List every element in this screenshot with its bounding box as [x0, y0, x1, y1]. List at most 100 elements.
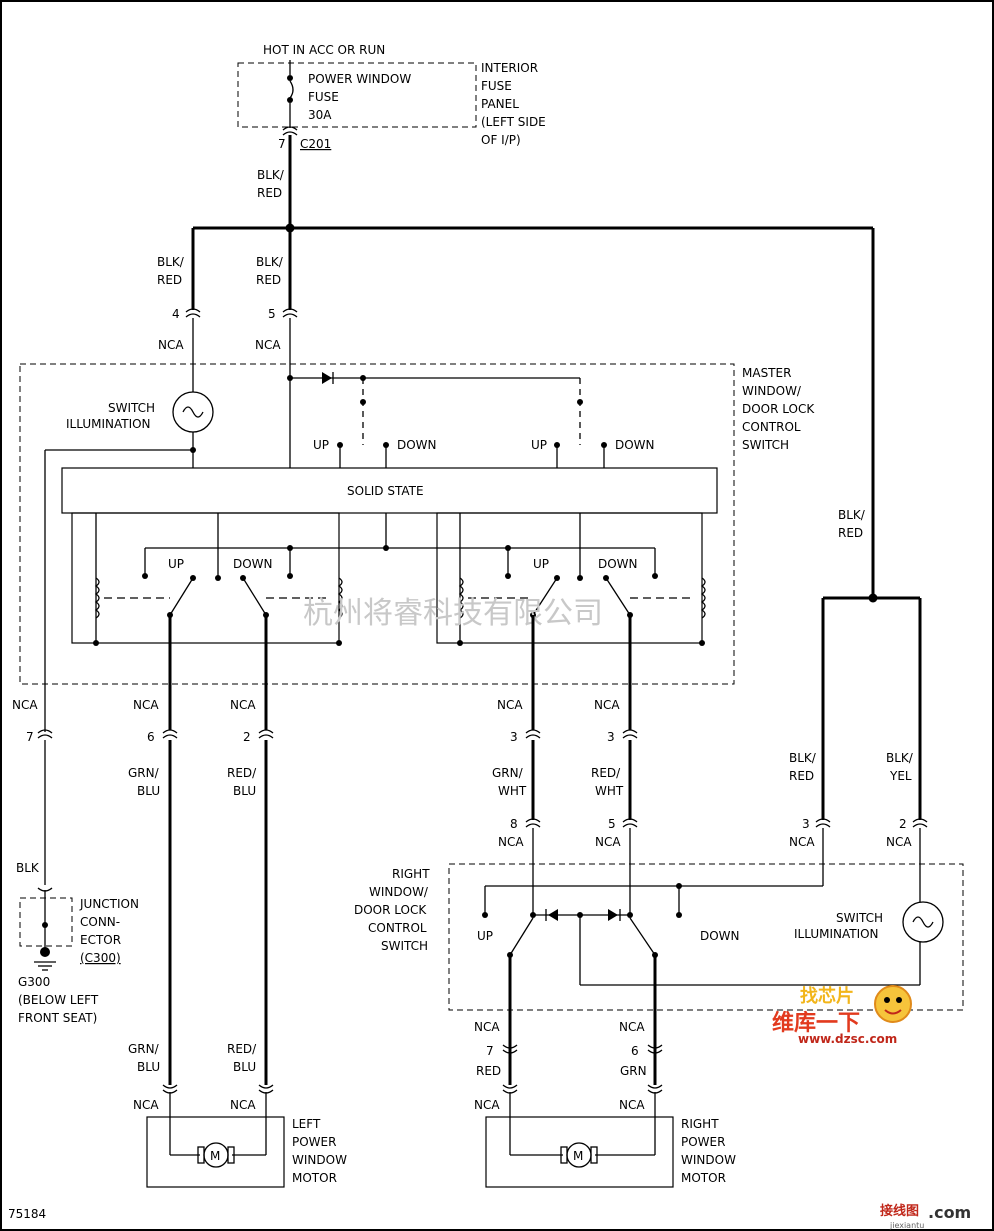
svg-text:CONTROL: CONTROL — [742, 420, 801, 434]
connector-icon — [37, 729, 274, 739]
svg-text:RED/: RED/ — [227, 766, 257, 780]
svg-text:RED: RED — [789, 769, 814, 783]
svg-text:NCA: NCA — [619, 1098, 645, 1112]
svg-text:NCA: NCA — [12, 698, 38, 712]
svg-text:ILLUMINATION: ILLUMINATION — [794, 927, 879, 941]
svg-text:YEL: YEL — [889, 769, 912, 783]
svg-text:BLK: BLK — [16, 861, 40, 875]
connector-5 — [282, 308, 298, 318]
right-motor-text: RIGHT POWER WINDOW MOTOR — [681, 1117, 736, 1185]
svg-text:接线图: 接线图 — [880, 1203, 919, 1219]
svg-text:NCA: NCA — [789, 835, 815, 849]
hot-label: HOT IN ACC OR RUN — [263, 43, 385, 57]
svg-text:NCA: NCA — [474, 1098, 500, 1112]
svg-text:MOTOR: MOTOR — [681, 1171, 726, 1185]
svg-text:RED: RED — [157, 273, 182, 287]
right-switch-title: RIGHT WINDOW/ DOOR LOCK CONTROL SWITCH — [354, 867, 430, 953]
svg-text:DOWN: DOWN — [615, 438, 655, 452]
connector-icon — [525, 729, 638, 739]
svg-text:CONN-: CONN- — [80, 915, 120, 929]
svg-text:M: M — [573, 1149, 583, 1163]
svg-text:OF I/P): OF I/P) — [481, 133, 521, 147]
svg-text:8: 8 — [510, 817, 518, 831]
svg-text:3: 3 — [607, 730, 615, 744]
left-motor-text: LEFT POWER WINDOW MOTOR — [292, 1117, 347, 1185]
master-title: MASTER WINDOW/ DOOR LOCK CONTROL SWITCH — [742, 366, 815, 452]
svg-text:NCA: NCA — [497, 698, 523, 712]
svg-text:RED: RED — [257, 186, 282, 200]
relay-coil-icon — [700, 577, 706, 619]
svg-text:POWER: POWER — [292, 1135, 336, 1149]
svg-text:NCA: NCA — [595, 835, 621, 849]
diagram-code: 75184 — [8, 1207, 46, 1221]
svg-text:ECTOR: ECTOR — [80, 933, 121, 947]
svg-text:维库一下: 维库一下 — [772, 1010, 860, 1036]
g300-text: G300 (BELOW LEFT FRONT SEAT) — [18, 975, 99, 1025]
lamp-icon — [172, 391, 214, 433]
svg-text:NCA: NCA — [619, 1020, 645, 1034]
svg-text:NCA: NCA — [230, 1098, 256, 1112]
motor-icon: M — [560, 1142, 598, 1168]
svg-text:BLK/: BLK/ — [157, 255, 185, 269]
svg-text:GRN: GRN — [620, 1064, 647, 1078]
svg-text:RED: RED — [476, 1064, 501, 1078]
svg-text:NCA: NCA — [230, 698, 256, 712]
svg-text:BLK/: BLK/ — [789, 751, 817, 765]
connector-icon — [525, 818, 638, 828]
svg-text:CONTROL: CONTROL — [368, 921, 427, 935]
svg-text:BLK/: BLK/ — [838, 508, 866, 522]
fuse-text: POWER WINDOW FUSE 30A — [308, 72, 411, 122]
svg-text:RIGHT: RIGHT — [681, 1117, 719, 1131]
diode-icon — [322, 372, 334, 384]
svg-text:DOWN: DOWN — [598, 557, 638, 571]
svg-text:jiexiantu: jiexiantu — [889, 1221, 924, 1230]
svg-text:6: 6 — [147, 730, 155, 744]
panel-text: INTERIOR FUSE PANEL (LEFT SIDE OF I/P) — [481, 61, 546, 147]
svg-text:WINDOW: WINDOW — [292, 1153, 347, 1167]
svg-text:NCA: NCA — [255, 338, 281, 352]
svg-text:RED: RED — [838, 526, 863, 540]
svg-text:3: 3 — [802, 817, 810, 831]
connector-4 — [185, 308, 201, 318]
svg-text:UP: UP — [533, 557, 549, 571]
svg-text:FUSE: FUSE — [481, 79, 512, 93]
svg-text:MASTER: MASTER — [742, 366, 791, 380]
diode-icon — [545, 909, 558, 921]
watermark: 杭州将睿科技有限公司 — [303, 596, 603, 631]
svg-text:BLU: BLU — [233, 784, 256, 798]
svg-text:NCA: NCA — [498, 835, 524, 849]
svg-text:找芯片: 找芯片 — [800, 985, 854, 1007]
svg-text:UP: UP — [313, 438, 329, 452]
svg-text:5: 5 — [268, 307, 276, 321]
svg-text:BLK/: BLK/ — [257, 168, 285, 182]
svg-text:SWITCH: SWITCH — [742, 438, 789, 452]
svg-text:7: 7 — [26, 730, 34, 744]
svg-text:ILLUMINATION: ILLUMINATION — [66, 417, 151, 431]
svg-text:POWER WINDOW: POWER WINDOW — [308, 72, 411, 86]
relay-coil-icon — [337, 577, 343, 619]
svg-text:RED/: RED/ — [227, 1042, 257, 1056]
svg-text:2: 2 — [899, 817, 907, 831]
svg-text:NCA: NCA — [474, 1020, 500, 1034]
svg-text:BLK/: BLK/ — [256, 255, 284, 269]
master-switch-box — [19, 363, 735, 685]
svg-text:DOOR LOCK: DOOR LOCK — [354, 903, 427, 917]
svg-text:FRONT SEAT): FRONT SEAT) — [18, 1011, 97, 1025]
svg-text:NCA: NCA — [133, 698, 159, 712]
left-relay-box — [71, 512, 340, 644]
diode-icon — [608, 909, 621, 921]
svg-text:BLU: BLU — [233, 1060, 256, 1074]
svg-text:GRN/: GRN/ — [492, 766, 524, 780]
svg-text:DOWN: DOWN — [397, 438, 437, 452]
svg-text:NCA: NCA — [594, 698, 620, 712]
motor-icon: M — [197, 1142, 235, 1168]
svg-text:7: 7 — [486, 1044, 494, 1058]
corner-logo: 接线图 .com jiexiantu — [880, 1203, 971, 1230]
svg-text:(C300): (C300) — [80, 951, 121, 965]
svg-text:BLU: BLU — [137, 1060, 160, 1074]
svg-text:3: 3 — [510, 730, 518, 744]
relay-coil-icon — [94, 577, 100, 619]
junction-box — [19, 897, 73, 947]
svg-text:BLK/: BLK/ — [886, 751, 914, 765]
